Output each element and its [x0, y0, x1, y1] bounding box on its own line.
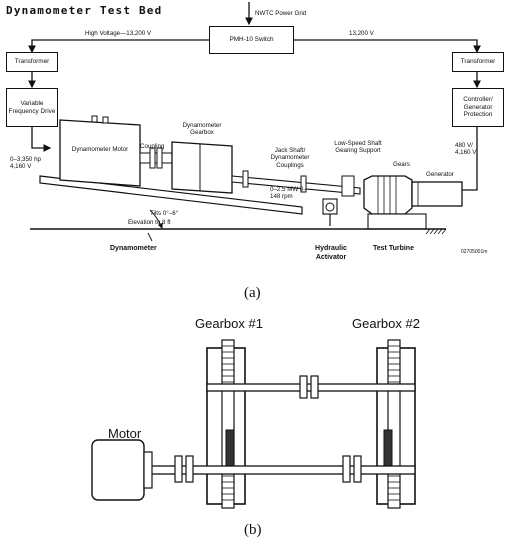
turbine-pedestal — [367, 213, 427, 230]
test-bed-title: Dynamometer Test Bed — [6, 4, 163, 17]
tilt-platform — [39, 175, 303, 215]
switch-box: PMH-10 Switch — [209, 26, 294, 54]
figure-id: 02705001m — [461, 249, 488, 255]
coupling-label: Coupling — [140, 143, 165, 150]
gearbox1-gear-large — [221, 339, 235, 509]
gears-label: Gears — [393, 161, 410, 168]
tilt-arc — [149, 209, 163, 229]
transformer-left-box: Transformer — [6, 52, 58, 72]
coupling-flange-2 — [156, 147, 163, 169]
elev-pointer — [147, 232, 153, 242]
tilts-label: Tilts 0°–6° — [150, 210, 179, 217]
jack-shaft-label: Jack Shaft/ Dynamometer Couplings — [270, 147, 310, 169]
jack-shaft — [231, 175, 361, 195]
switch-label: PMH-10 Switch — [229, 36, 274, 44]
lower-coupling-3 — [342, 455, 351, 483]
upper-coupling-1 — [299, 375, 308, 399]
vfd-to-motor — [31, 127, 52, 152]
controller-label: Controller/ Generator Protection — [463, 96, 493, 119]
coupling-flange-1 — [149, 147, 156, 169]
upper-coupling-2 — [310, 375, 319, 399]
hv-line-right — [294, 39, 481, 54]
caption-b: (b) — [244, 522, 262, 538]
dynamometer-label: Dynamometer — [110, 245, 157, 252]
transformer-right-label: Transformer — [460, 58, 496, 66]
high-voltage-label: High Voltage—13,200 V — [85, 30, 152, 37]
lower-coupling-1 — [174, 455, 183, 483]
transformer-right-box: Transformer — [452, 52, 504, 72]
motor-terminal-1 — [91, 115, 98, 123]
gearbox2-pinion — [383, 429, 393, 471]
generator-label: Generator — [426, 171, 454, 178]
ctrl-to-gen — [460, 127, 478, 191]
gen-voltage-label: 480 V/ 4,160 V — [455, 142, 477, 157]
lower-coupling-4 — [353, 455, 362, 483]
motor-terminal-2 — [102, 116, 109, 124]
vfd-label: Variable Frequency Drive — [8, 100, 56, 115]
jack-coupling-2 — [300, 175, 307, 193]
vfd-box: Variable Frequency Drive — [6, 88, 58, 127]
power-rating-label: 0–2.5 MW 0–148 rpm — [270, 186, 307, 201]
ground-hatch — [425, 228, 447, 235]
lower-coupling-2 — [185, 455, 194, 483]
jack-coupling-1 — [242, 170, 249, 188]
motor-flange — [143, 451, 153, 489]
dyno-gearbox-body — [171, 141, 233, 194]
gearbox2-gear-large — [387, 339, 401, 509]
hydraulic-label: Hydraulic Activator — [315, 245, 347, 261]
coupling-shaft — [139, 152, 173, 164]
test-turbine-label: Test Turbine — [373, 245, 414, 252]
turbine-generator — [411, 181, 463, 207]
controller-box: Controller/ Generator Protection — [452, 88, 504, 127]
caption-a: (a) — [244, 285, 261, 301]
dyno-gearbox-label: Dynamometer Gearbox — [182, 122, 222, 137]
dyno-motor-body — [59, 119, 141, 187]
dyno-motor-label: Dynamometer Motor — [71, 146, 129, 153]
low-speed-support — [341, 175, 355, 197]
panel-b-drawing — [91, 339, 416, 509]
motor-label: Motor — [108, 426, 142, 441]
gearbox1-label: Gearbox #1 — [195, 316, 263, 331]
motor-body — [91, 439, 145, 501]
hydraulic-wheel — [325, 202, 335, 212]
power-grid-label: NWTC Power Grid — [255, 10, 307, 17]
transformer-left-label: Transformer — [14, 58, 50, 66]
voltage-right-label: 13,200 V — [349, 30, 374, 37]
motor-rating-label: 0–3,350 hp 4,160 V — [10, 156, 41, 171]
gearbox2-label: Gearbox #2 — [352, 316, 420, 331]
turbine-gears — [363, 175, 413, 215]
low-speed-label: Low-Speed Shaft Gearing Support — [334, 140, 382, 155]
elevation-label: Elevation to 8 ft — [128, 219, 171, 226]
hv-line-left — [28, 39, 209, 54]
gearbox1-pinion — [225, 429, 235, 471]
